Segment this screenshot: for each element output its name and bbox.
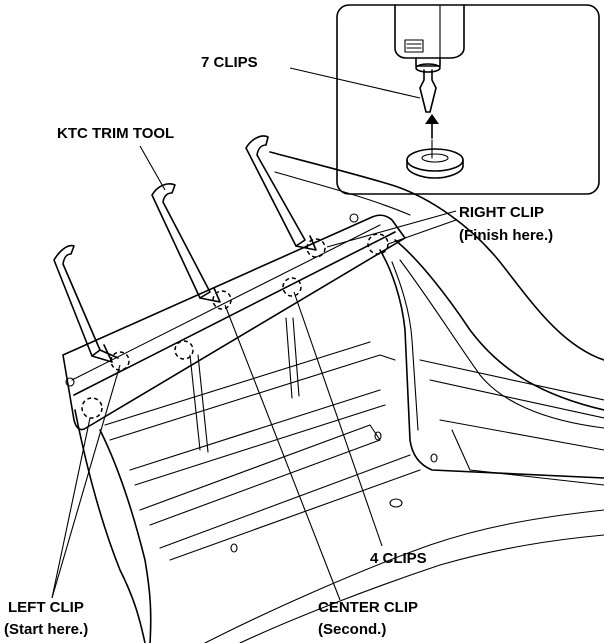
- label-left-clip-note: (Start here.): [4, 621, 88, 638]
- labels: 7 CLIPS KTC TRIM TOOL RIGHT CLIP (Finish…: [4, 54, 553, 638]
- label-ktc-trim-tool: KTC TRIM TOOL: [57, 125, 174, 142]
- clip-marker-left-tool: [110, 351, 130, 371]
- leader-lines: [51, 67, 457, 601]
- label-four-clips: 4 CLIPS: [370, 550, 427, 567]
- label-right-clip-note: (Finish here.): [459, 227, 553, 244]
- label-seven-clips: 7 CLIPS: [201, 54, 258, 71]
- clip-marker-4: [282, 277, 302, 297]
- ktc-trim-tool-right: [245, 135, 317, 251]
- ktc-trim-tool-center: [151, 183, 221, 303]
- ktc-trim-tool-left: [53, 244, 119, 363]
- clip-marker-right-tool: [306, 238, 326, 258]
- clip-detail-inset: [336, 4, 600, 195]
- clip-marker-left: [81, 397, 103, 419]
- truck-bed-body: [74, 151, 604, 643]
- label-left-clip: LEFT CLIP: [8, 599, 84, 616]
- clip-marker-center: [212, 290, 232, 310]
- label-right-clip: RIGHT CLIP: [459, 204, 544, 221]
- trim-panel: [62, 213, 406, 431]
- label-center-clip-note: (Second.): [318, 621, 386, 638]
- clip-marker-2: [174, 340, 194, 360]
- label-center-clip: CENTER CLIP: [318, 599, 418, 616]
